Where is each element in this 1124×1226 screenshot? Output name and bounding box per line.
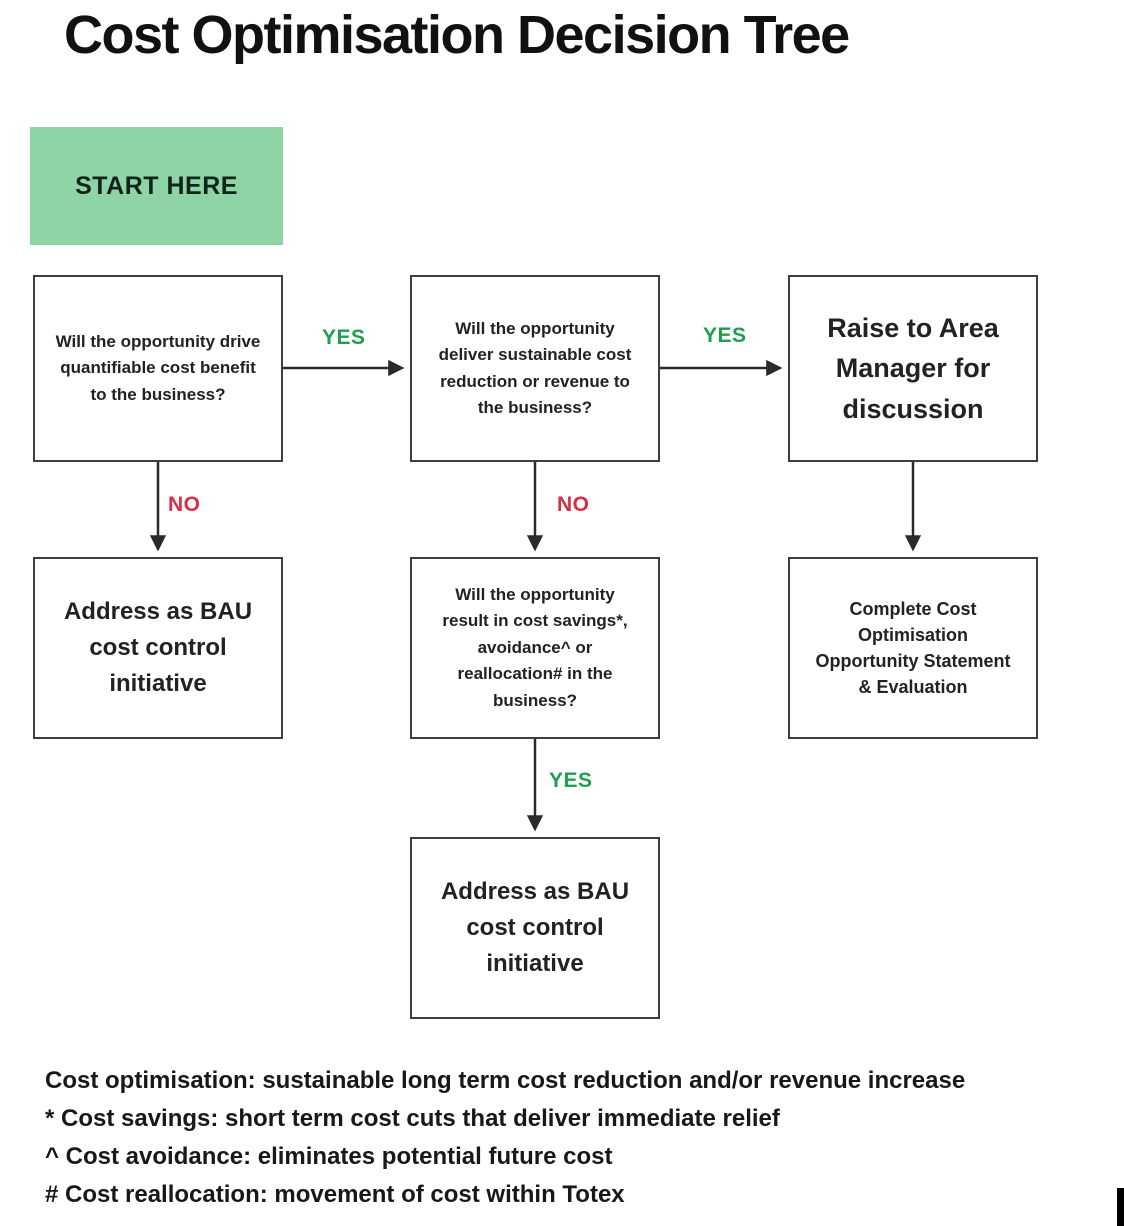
edge-label-q1-no: NO bbox=[168, 493, 201, 516]
node-question-savings-avoidance-reallocation: Will the opportunity result in cost savi… bbox=[410, 557, 660, 739]
footnote-cost-optimisation: Cost optimisation: sustainable long term… bbox=[45, 1067, 966, 1094]
node-text: Address as BAU cost control initiative bbox=[63, 598, 253, 697]
node-text: Will the opportunity deliver sustainable… bbox=[438, 318, 632, 417]
edge-label-q2-no: NO bbox=[557, 493, 590, 516]
footnote-cost-savings: * Cost savings: short term cost cuts tha… bbox=[45, 1105, 780, 1132]
edge-label-q1-yes: YES bbox=[322, 326, 366, 349]
footnote-cost-avoidance: ^ Cost avoidance: eliminates potential f… bbox=[45, 1143, 613, 1170]
edge-label-q2-yes: YES bbox=[703, 324, 747, 347]
node-text: Will the opportunity result in cost savi… bbox=[442, 585, 628, 710]
node-question-quantifiable-benefit: Will the opportunity drive quantifiable … bbox=[33, 275, 283, 462]
node-text: Address as BAU cost control initiative bbox=[440, 878, 630, 977]
text-cursor-artifact bbox=[1117, 1188, 1124, 1226]
node-raise-to-area-manager: Raise to Area Manager for discussion bbox=[788, 275, 1038, 462]
node-address-bau-bottom: Address as BAU cost control initiative bbox=[410, 837, 660, 1019]
node-address-bau-left: Address as BAU cost control initiative bbox=[33, 557, 283, 739]
page-title: Cost Optimisation Decision Tree bbox=[64, 5, 850, 65]
node-complete-opportunity-statement: Complete Cost Optimisation Opportunity S… bbox=[788, 557, 1038, 739]
start-here-label: START HERE bbox=[75, 171, 238, 200]
node-question-sustainable-reduction: Will the opportunity deliver sustainable… bbox=[410, 275, 660, 462]
node-text: Raise to Area Manager for discussion bbox=[827, 312, 999, 424]
node-text: Will the opportunity drive quantifiable … bbox=[55, 331, 261, 404]
footnote-cost-reallocation: # Cost reallocation: movement of cost wi… bbox=[45, 1181, 625, 1208]
edge-label-q3-yes: YES bbox=[549, 769, 593, 792]
node-text: Complete Cost Optimisation Opportunity S… bbox=[815, 598, 1011, 698]
start-here-box: START HERE bbox=[30, 127, 283, 245]
definitions-footnotes: Cost optimisation: sustainable long term… bbox=[45, 1062, 1085, 1214]
